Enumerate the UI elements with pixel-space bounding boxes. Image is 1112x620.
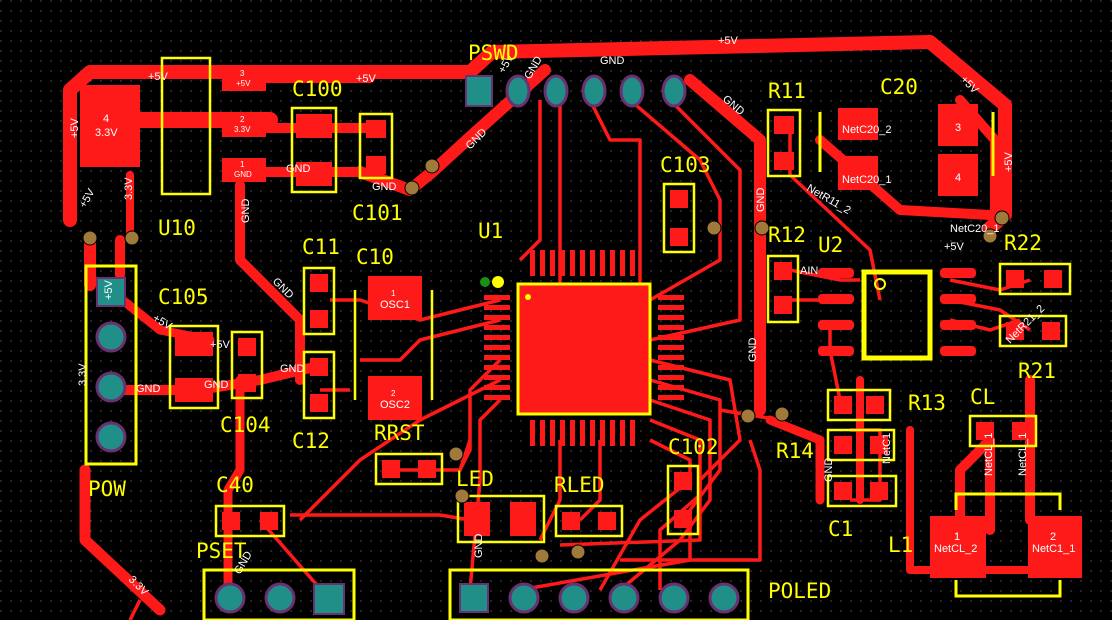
net-osc1: OSC1: [380, 299, 410, 311]
designator-r12: R12: [768, 223, 806, 247]
designator-pswd: PSWD: [468, 41, 519, 65]
designator-c1: C1: [828, 517, 853, 541]
l1-pad1: 1: [954, 531, 960, 543]
net-5v-top: +5V: [718, 35, 739, 47]
vias: [82, 158, 1010, 564]
signal-traces: [128, 98, 1031, 620]
designator-c20: C20: [880, 75, 918, 99]
designator-pset: PSET: [196, 539, 247, 563]
designator-c103: C103: [660, 153, 711, 177]
net-gnd-c1: GND: [823, 458, 835, 483]
c20-pad3: 3: [955, 122, 961, 134]
u1-chip[interactable]: [480, 250, 684, 446]
u10-regulator[interactable]: 4 3.3V 3 +5V 2 3.3V 1 GND: [80, 56, 266, 196]
net-gnd-c105: GND: [204, 379, 229, 391]
connector-pswd[interactable]: [465, 74, 687, 108]
net-c20-1: NetC20_1: [842, 174, 892, 186]
passives: [168, 104, 1082, 598]
designator-rrst: RRST: [374, 421, 425, 445]
net-5v-edge: +5V: [69, 117, 81, 138]
net-gnd-c100: GND: [286, 163, 311, 175]
designator-c105: C105: [158, 285, 209, 309]
designator-c100: C100: [292, 77, 343, 101]
net-cl-2: NetCL_2: [934, 543, 977, 555]
net-33v-pow: 3.3V: [77, 363, 89, 386]
net-gnd-pow: GND: [136, 383, 161, 395]
designator-c12: C12: [292, 429, 330, 453]
net-5v-left: +5V: [148, 71, 169, 83]
osc-pad1: 1: [391, 289, 396, 298]
designator-l1: L1: [888, 533, 913, 557]
net-cl-1: NetCL_1: [1017, 433, 1029, 476]
net-ain: AIN: [800, 265, 818, 277]
designator-u10: U10: [158, 216, 196, 240]
c20-pad4: 4: [955, 172, 961, 184]
osc-pad2: 2: [391, 389, 396, 398]
net-osc2: OSC2: [380, 399, 410, 411]
u10-pad1: 1: [240, 160, 245, 169]
designator-c104: C104: [220, 413, 271, 437]
net-c20-2: NetC20_2: [842, 124, 892, 136]
net-c1-1: NetC1_1: [1032, 543, 1075, 555]
designator-r21: R21: [1018, 359, 1056, 383]
net-5v-c20b: +5V: [1003, 151, 1015, 172]
u10-pad4-net: 3.3V: [95, 127, 118, 139]
designator-c40: C40: [216, 473, 254, 497]
designator-u1: U1: [478, 219, 503, 243]
net-gnd-pswd-top: GND: [600, 55, 625, 67]
designator-r13: R13: [908, 391, 946, 415]
net-5v-c100: +5V: [356, 73, 377, 85]
designator-poled: POLED: [768, 579, 831, 603]
designator-c101: C101: [352, 201, 403, 225]
designator-pow: POW: [88, 477, 126, 501]
connector-pow[interactable]: [84, 264, 138, 466]
net-5v-c105: +5V: [210, 339, 231, 351]
l1-pad2: 2: [1050, 531, 1056, 543]
designator-u2: U2: [818, 233, 843, 257]
net-gnd-right2: GND: [755, 188, 767, 213]
net-gnd-poled: GND: [473, 534, 485, 559]
net-gnd-u10: GND: [240, 199, 252, 224]
designator-c102: C102: [668, 435, 719, 459]
designator-rled: RLED: [554, 473, 605, 497]
designator-r14: R14: [776, 439, 814, 463]
net-5v-pow: +5V: [103, 279, 115, 300]
u10-pad1-net: GND: [234, 170, 252, 179]
designator-cl: CL: [970, 385, 995, 409]
net-c20-1-trace: NetC20_1: [950, 223, 1000, 235]
net-33v-u10: 3.3V: [123, 177, 135, 200]
connector-pset[interactable]: [202, 568, 356, 620]
net-c1: NetC1: [881, 433, 893, 464]
net-gnd-right3: GND: [747, 338, 759, 363]
u10-pad4-label: 4: [103, 113, 109, 125]
connector-poled[interactable]: [448, 568, 750, 620]
designators: U10 C100 C101 C11 C10 C105 C104 C12 POW …: [88, 41, 1056, 603]
designator-led: LED: [456, 467, 494, 491]
designator-r22: R22: [1004, 231, 1042, 255]
designator-c11: C11: [302, 235, 340, 259]
u10-pad3-net: +5V: [236, 79, 251, 88]
designator-c10: C10: [356, 245, 394, 269]
u10-pad3: 3: [240, 69, 245, 78]
net-cl-1b: NetCL_1: [983, 433, 995, 476]
designator-r11: R11: [768, 79, 806, 103]
net-5v-u2: +5V: [944, 241, 965, 253]
net-gnd-c12: GND: [280, 363, 305, 375]
u10-pad2-net: 3.3V: [234, 125, 251, 134]
net-gnd-c101: GND: [372, 181, 397, 193]
u10-pad2: 2: [240, 115, 245, 124]
